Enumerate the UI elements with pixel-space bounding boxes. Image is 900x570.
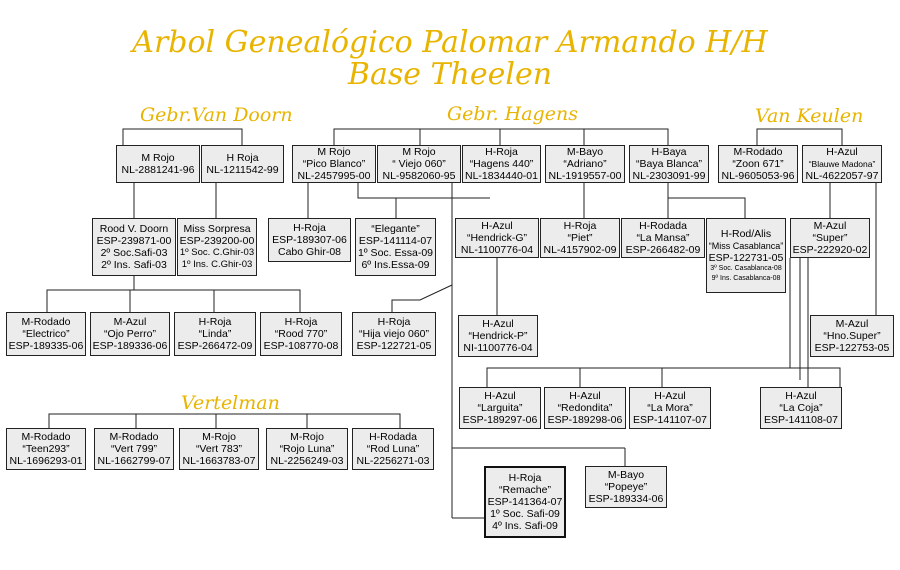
bird-card-b36: M-Bayo“Popeye”ESP-189334-06 — [585, 466, 667, 508]
bird-card-b25: M-Azul“Hno.Super”ESP-122753-05 — [810, 315, 894, 357]
bird-card-b19: M-Rodado“Electrico”ESP-189335-06 — [6, 312, 86, 356]
bird-card-b34: H-Rodada“Rod Luna”NL-2256271-03 — [352, 428, 434, 470]
bird-card-b15: H-Roja“Piet”NL-4157902-09 — [540, 218, 620, 258]
bird-card-b26: H-Azul“Larguita”ESP-189297-06 — [459, 387, 541, 429]
bird-card-b18: M-Azul“Super”ESP-222920-02 — [790, 218, 870, 258]
bird-card-b7: H-Baya“Baya Blanca”NL-2303091-99 — [629, 145, 709, 183]
bird-card-b14: H-Azul“Hendrick-G”NL-1100776-04 — [455, 218, 539, 258]
bird-card-b23: H-Roja“Hija viejo 060”ESP-122721-05 — [352, 312, 436, 356]
bird-card-b6: M-Bayo“Adriano”NL-1919557-00 — [545, 145, 625, 183]
bird-card-b5: H-Roja“Hagens 440”NL-1834440-01 — [462, 145, 541, 183]
group-label-van-keulen: Van Keulen — [755, 105, 864, 127]
bird-card-b16: H-Rodada“La Mansa”ESP-266482-09 — [621, 218, 705, 258]
bird-card-b33: M-Rojo“Rojo Luna”NL-2256249-03 — [266, 428, 348, 470]
bird-card-b28: H-Azul“La Mora”ESP-141107-07 — [629, 387, 711, 429]
bird-card-b31: M-Rodado“Vert 799”NL-1662799-07 — [94, 428, 174, 470]
bird-card-b21: H-Roja“Linda”ESP-266472-09 — [174, 312, 256, 356]
bird-card-b8: M-Rodado“Zoon 671”NL-9605053-96 — [718, 145, 798, 183]
page-subtitle: Base Theelen — [347, 57, 553, 92]
group-label-van-doorn: Gebr.Van Doorn — [140, 104, 293, 126]
bird-card-b32: M-Rojo“Vert 783”NL-1663783-07 — [179, 428, 259, 470]
page-title: Arbol Genealógico Palomar Armando H/H — [132, 25, 768, 60]
bird-card-b24: H-Azul“Hendrick-P”NI-1100776-04 — [458, 315, 538, 357]
bird-card-b9: H-Azul“Blauwe Madona”NL-4622057-97 — [802, 145, 882, 183]
bird-card-b17: H-Rod/Alis“Miss Casablanca”ESP-122731-05… — [706, 218, 786, 293]
bird-card-b30: M-Rodado“Teen293”NL-1696293-01 — [6, 428, 86, 470]
group-label-vertelman: Vertelman — [181, 392, 280, 414]
bird-card-b3: M Rojo“Pico Blanco”NL-2457995-00 — [292, 145, 376, 183]
bird-card-b29: H-Azul“La Coja”ESP-141108-07 — [760, 387, 842, 429]
group-label-hagens: Gebr. Hagens — [447, 103, 578, 125]
bird-card-b27: H-Azul“Redondita”ESP-189298-06 — [544, 387, 626, 429]
bird-card-b20: M-Azul“Ojo Perro”ESP-189336-06 — [90, 312, 170, 356]
bird-card-b22: H-Roja“Rood 770”ESP-108770-08 — [260, 312, 342, 356]
bird-card-b4: M Rojo“ Viejo 060”NL-9582060-95 — [377, 145, 461, 183]
